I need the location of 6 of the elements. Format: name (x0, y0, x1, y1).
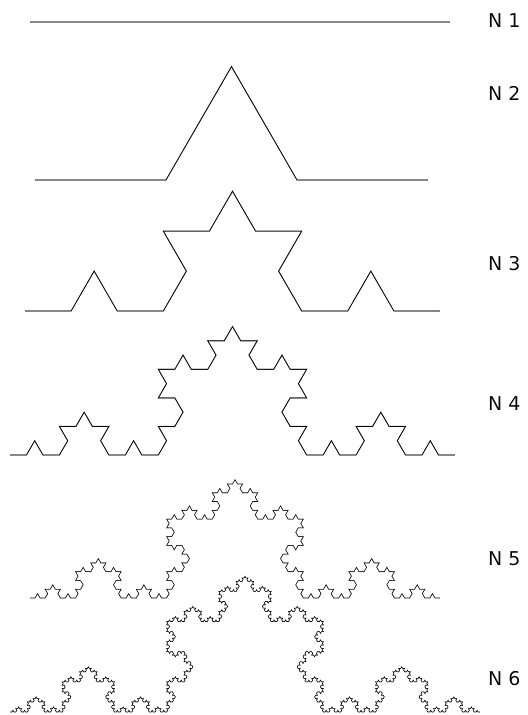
iteration-label: N 6 (488, 668, 520, 690)
iteration-label: N 5 (488, 548, 520, 570)
iteration-label: N 2 (488, 83, 520, 105)
iteration-label: N 4 (488, 393, 520, 415)
iteration-label: N 1 (488, 10, 520, 32)
iteration-label: N 3 (488, 253, 520, 275)
